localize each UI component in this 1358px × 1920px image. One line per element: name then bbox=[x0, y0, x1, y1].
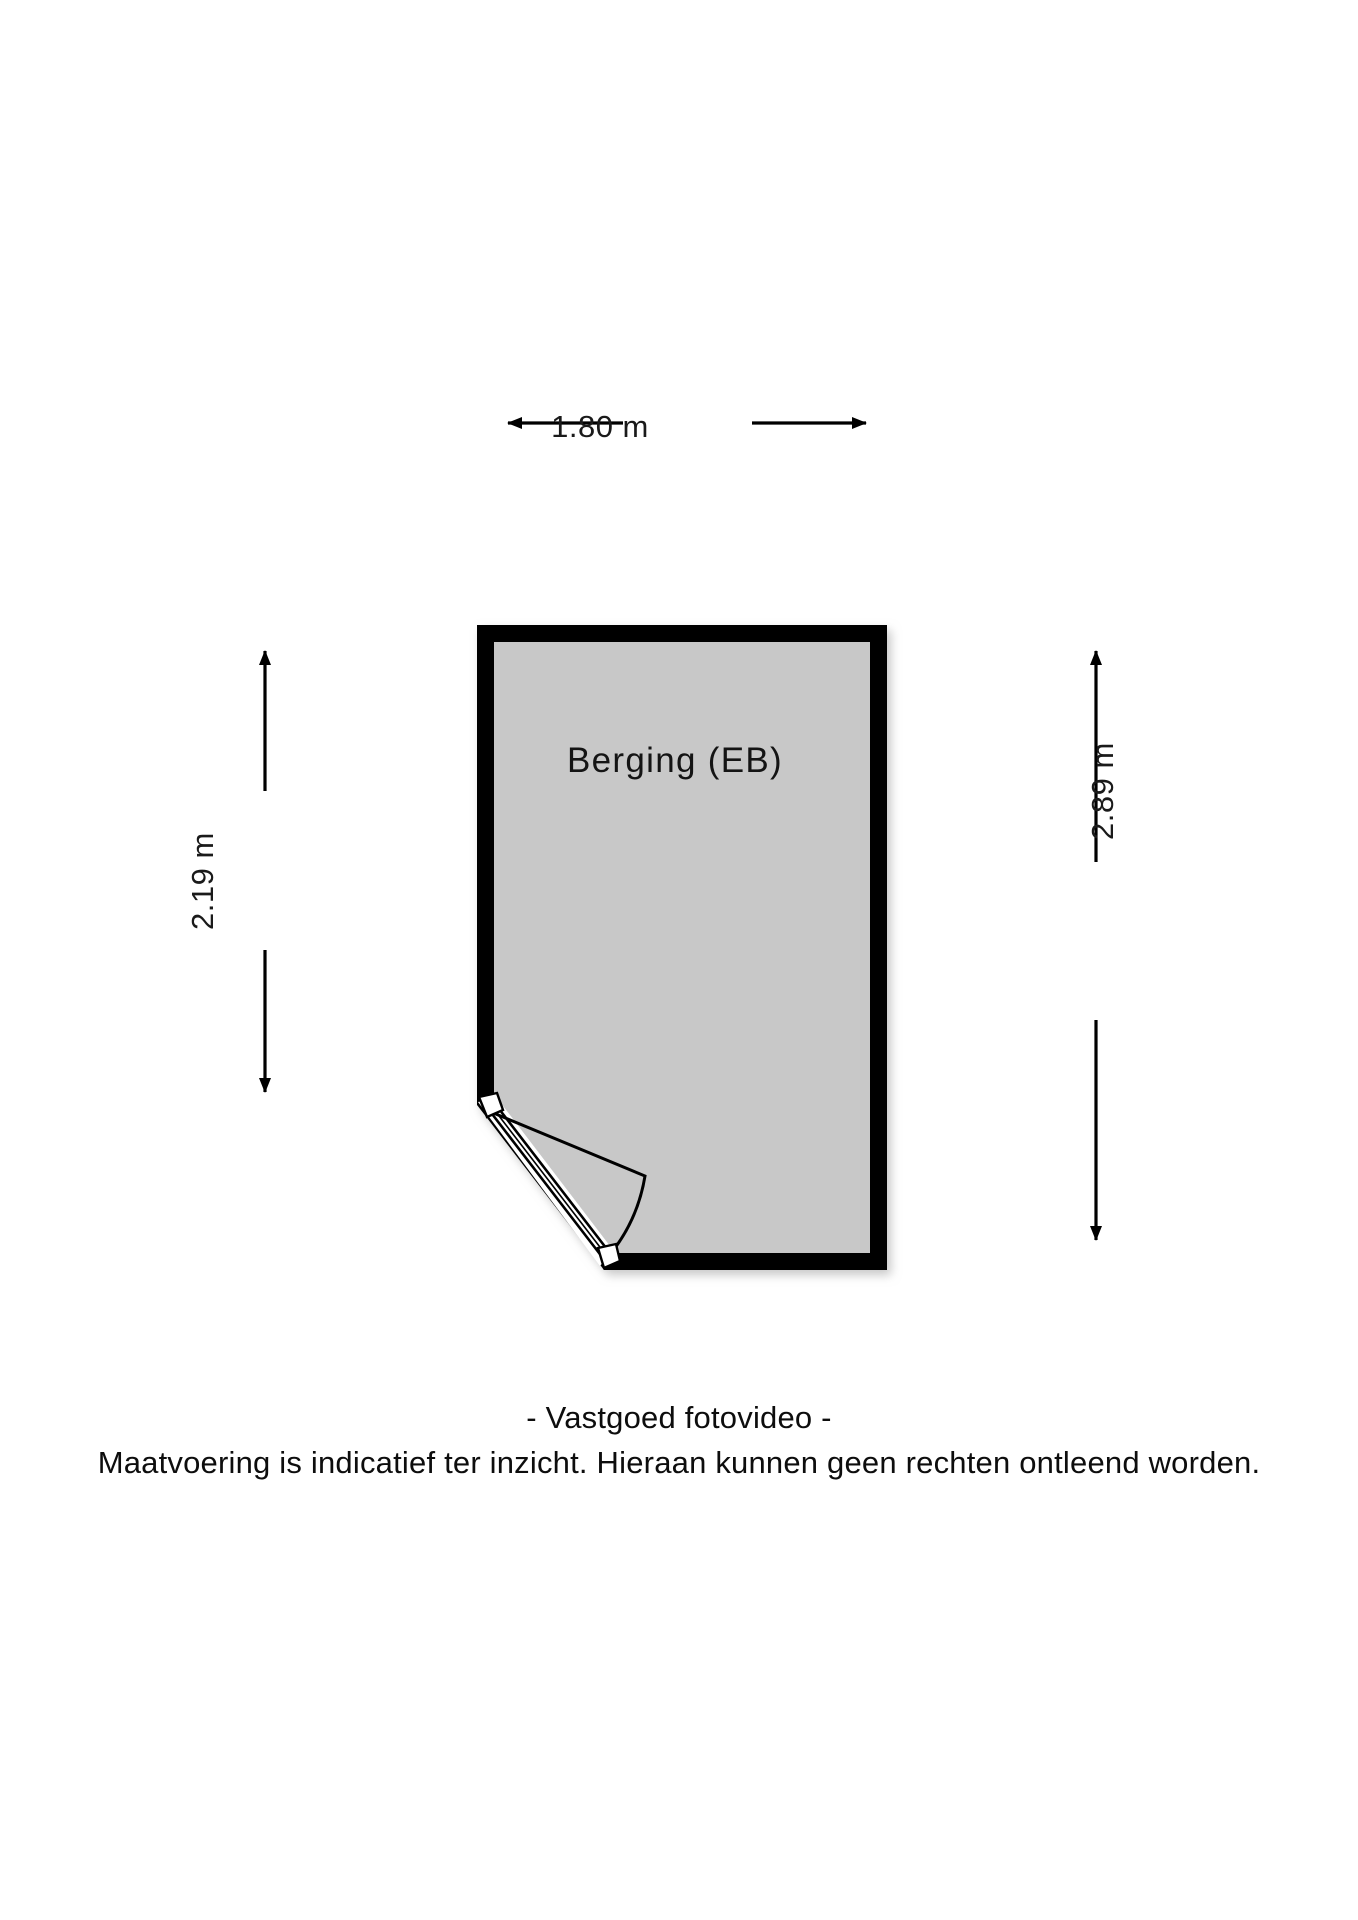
room-label-berging-eb: Berging (EB) bbox=[567, 741, 783, 780]
door-strike-jamb bbox=[596, 1242, 622, 1270]
dimension-left-label: 2.19 m bbox=[185, 832, 220, 930]
footer-branding: - Vastgoed fotovideo - bbox=[526, 1400, 832, 1435]
footer: - Vastgoed fotovideo - Maatvoering is in… bbox=[0, 1400, 1358, 1481]
room-berging-eb bbox=[477, 625, 887, 1270]
dimension-top-label: 1.80 m bbox=[551, 409, 649, 444]
door-swing-diagonal bbox=[477, 1091, 647, 1270]
door-leaf bbox=[487, 1104, 615, 1263]
footer-disclaimer: Maatvoering is indicatief ter inzicht. H… bbox=[97, 1445, 1261, 1480]
room-floor-fill bbox=[494, 642, 870, 1253]
door-hinge-jamb bbox=[477, 1091, 505, 1119]
dimension-right-label: 2.89 m bbox=[1085, 742, 1120, 840]
